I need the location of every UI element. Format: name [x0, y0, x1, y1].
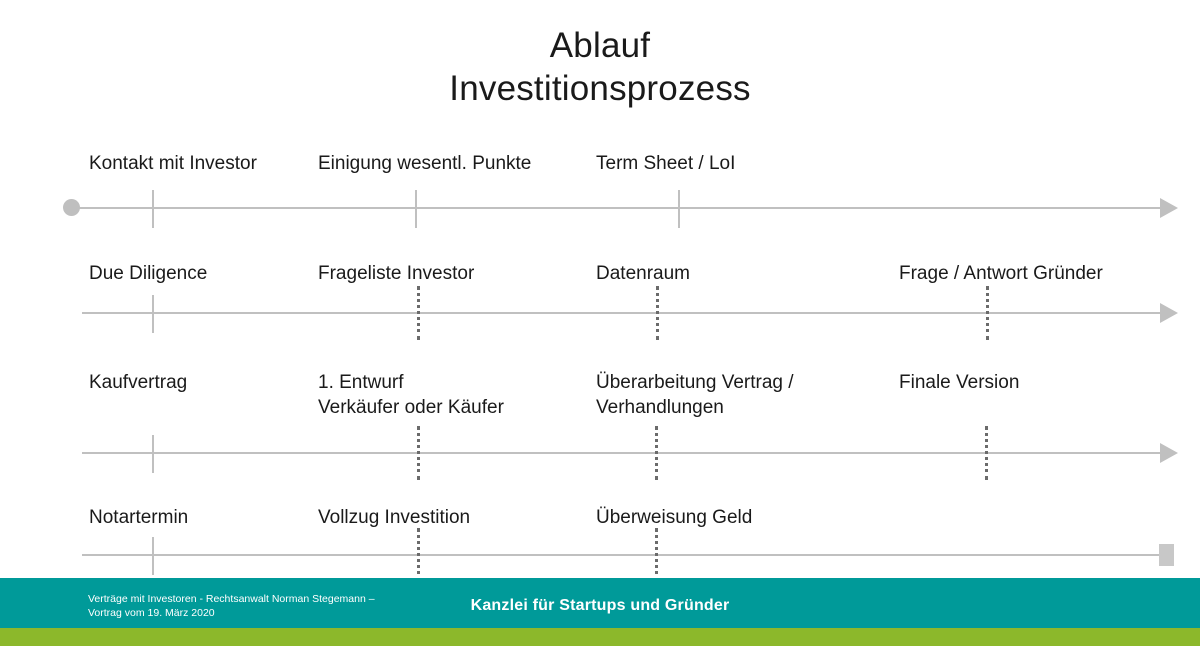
row-3-label-1: Kaufvertrag [89, 372, 188, 393]
row-4-tick-3 [655, 528, 658, 582]
footer-source-text: Verträge mit Investoren - Rechtsanwalt N… [88, 593, 375, 620]
row-1-label-1: Kontakt mit Investor [89, 153, 257, 174]
row-2-label-4: Frage / Antwort Gründer [899, 263, 1103, 284]
row-1-tick-1 [152, 190, 154, 228]
row-1-label-3: Term Sheet / LoI [596, 153, 736, 174]
row-1-tick-2 [415, 190, 417, 228]
row-2-tick-1 [152, 295, 154, 333]
row-2-tick-3 [656, 286, 659, 340]
row-3-arrow-icon [1160, 443, 1178, 463]
row-3-label-4: Finale Version [899, 372, 1020, 393]
row-4-axis [82, 554, 1167, 556]
row-4-label-2: Vollzug Investition [318, 507, 471, 528]
row-2-label-2: Frageliste Investor [318, 263, 475, 284]
row-2-label-3: Datenraum [596, 263, 690, 284]
row-1-tick-3 [678, 190, 680, 228]
row-4-label-1: Notartermin [89, 507, 189, 528]
row-3-label-3: Überarbeitung Vertrag / Verhandlungen [596, 372, 794, 419]
row-4-tick-2 [417, 528, 420, 582]
footer-brand-text: Kanzlei für Startups und Gründer [470, 597, 730, 614]
row-3-label-2: 1. Entwurf Verkäufer oder Käufer [318, 372, 504, 419]
row-1-arrow-icon [1160, 198, 1178, 218]
row-1-label-2: Einigung wesentl. Punkte [318, 153, 532, 174]
row-3-tick-1 [152, 435, 154, 473]
row-1-start-circle-icon [63, 199, 80, 216]
row-2-tick-2 [417, 286, 420, 340]
footer-green-strip [0, 628, 1200, 646]
row-2-label-1: Due Diligence [89, 263, 208, 284]
row-4-end-square-icon [1159, 544, 1174, 566]
row-4-label-3: Überweisung Geld [596, 507, 753, 528]
row-2-tick-4 [986, 286, 989, 340]
row-4-tick-1 [152, 537, 154, 575]
row-3-axis [82, 452, 1172, 454]
row-1-axis [70, 207, 1172, 209]
title-line-2: Investitionsprozess [449, 69, 751, 109]
row-2-axis [82, 312, 1172, 314]
row-3-tick-3 [655, 426, 658, 480]
row-3-tick-2 [417, 426, 420, 480]
title-line-1: Ablauf [549, 26, 651, 65]
page-title: Ablauf Investitionsprozess [0, 24, 1200, 110]
footer-band [0, 578, 1200, 628]
row-2-arrow-icon [1160, 303, 1178, 323]
row-3-tick-4 [985, 426, 988, 480]
